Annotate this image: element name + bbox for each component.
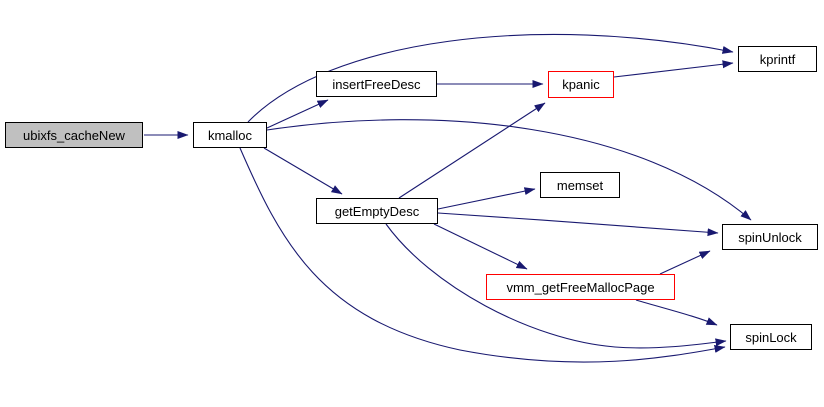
edge-getEmptyDesc-spinLock xyxy=(385,223,727,349)
edge-kmalloc-getEmptyDesc xyxy=(263,147,343,195)
node-kmalloc[interactable]: kmalloc xyxy=(193,122,267,148)
edge-kmalloc-spinLock xyxy=(239,147,726,363)
node-ubixfs-cachenew: ubixfs_cacheNew xyxy=(5,122,143,148)
node-kpanic[interactable]: kpanic xyxy=(548,71,614,98)
node-kprintf[interactable]: kprintf xyxy=(738,46,817,72)
edge-getEmptyDesc-memset xyxy=(437,187,536,210)
node-insertfreedesc[interactable]: insertFreeDesc xyxy=(316,71,437,97)
edge-getEmptyDesc-kpanic xyxy=(398,102,546,199)
edge-getEmptyDesc-spinUnlock xyxy=(437,212,719,237)
edge-kmalloc-spinUnlock xyxy=(266,119,752,221)
edge-getEmptyDesc-vmm_getFreeMallocPage xyxy=(433,223,528,270)
edge-kmalloc-kprintf xyxy=(247,33,734,123)
node-spinunlock[interactable]: spinUnlock xyxy=(722,224,818,250)
edge-vmm_getFreeMallocPage-spinLock xyxy=(635,299,718,326)
node-memset[interactable]: memset xyxy=(540,172,620,198)
edge-kmalloc-insertFreeDesc xyxy=(266,99,329,129)
edge-kpanic-kprintf xyxy=(613,60,734,78)
edge-vmm_getFreeMallocPage-spinUnlock xyxy=(659,250,711,275)
node-spinlock[interactable]: spinLock xyxy=(730,324,812,350)
node-getemptydesc[interactable]: getEmptyDesc xyxy=(316,198,438,224)
node-vmm-getfreemallocpage[interactable]: vmm_getFreeMallocPage xyxy=(486,274,675,300)
